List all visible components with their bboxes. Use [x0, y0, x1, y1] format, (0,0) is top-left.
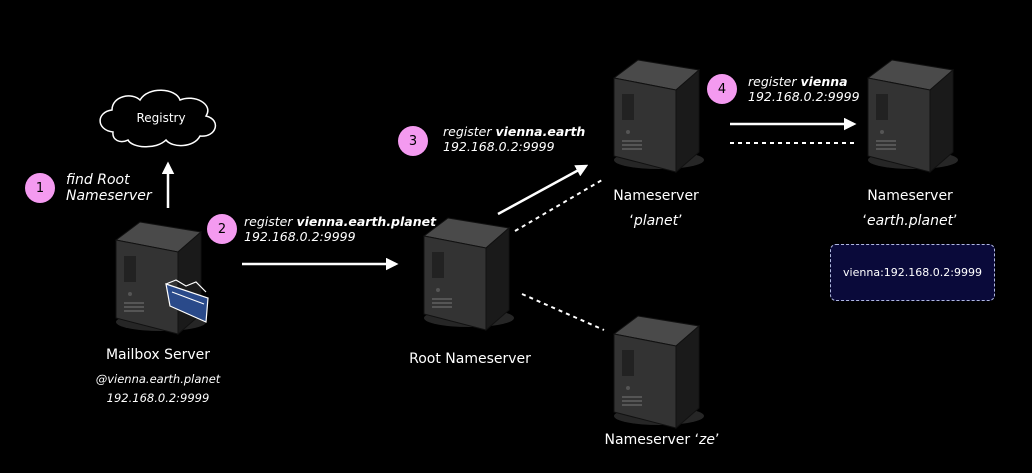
planet-quote-open: ‘: [629, 213, 634, 229]
earth-quote-open: ‘: [862, 213, 867, 229]
step-4-addr: 192.168.0.2:9999: [748, 89, 860, 104]
server-icon-planet: [613, 59, 705, 173]
arrow-step-3: [497, 164, 589, 216]
step-number-2: 2: [217, 222, 227, 237]
server-icon-earth: [867, 59, 959, 173]
earth-zone: earth.planet: [866, 213, 954, 229]
step-number-3: 3: [408, 134, 418, 149]
server-icon-root: [423, 217, 515, 331]
mailbox-title: Mailbox Server: [105, 347, 211, 363]
root-title: Root Nameserver: [409, 351, 531, 367]
mailbox-addr: 192.168.0.2:9999: [106, 391, 210, 405]
record-text: vienna:192.168.0.2:9999: [843, 266, 982, 279]
planet-zone-line: ‘planet’: [629, 213, 682, 230]
ze-prefix: Nameserver ‘: [604, 432, 700, 448]
ze-label: Nameserver ‘ze’: [605, 432, 720, 449]
mailbox-icon: [165, 279, 209, 323]
step-number-4: 4: [717, 82, 727, 97]
step-2-line-1: register vienna.earth.planet: [244, 214, 436, 229]
step-2-prefix: register: [244, 214, 297, 229]
step-4-line-1: register vienna: [748, 74, 860, 89]
step-badge-2: [207, 214, 237, 244]
step-3-prefix: register: [443, 124, 496, 139]
step-3-line-1: register vienna.earth: [443, 124, 585, 139]
step-4-text: register vienna 192.168.0.2:9999: [748, 74, 860, 104]
step-2-addr: 192.168.0.2:9999: [244, 229, 356, 244]
server-icon-mailbox: [115, 221, 207, 335]
registry-label: Registry: [136, 111, 186, 125]
ze-zone: ze: [699, 432, 716, 448]
step-1-text: find Root Nameserver: [66, 172, 152, 204]
step-3-name: vienna.earth: [495, 124, 586, 139]
planet-zone: planet: [633, 213, 679, 229]
step-3-addr: 192.168.0.2:9999: [443, 139, 555, 154]
record-box: vienna:192.168.0.2:9999: [830, 244, 995, 301]
step-1-line-1: find Root: [66, 172, 130, 188]
step-4-prefix: register: [748, 74, 801, 89]
step-badge-3: [398, 126, 428, 156]
link-root-ze: [521, 293, 605, 331]
step-number-1: 1: [35, 181, 45, 196]
step-2-name: vienna.earth.planet: [296, 214, 437, 229]
step-4-name: vienna: [800, 74, 848, 89]
earth-title: Nameserver: [867, 188, 953, 204]
server-icon-ze: [613, 315, 705, 429]
step-badge-1: [25, 173, 55, 203]
step-3-text: register vienna.earth 192.168.0.2:9999: [443, 124, 585, 154]
planet-quote-close: ’: [678, 213, 683, 229]
ze-quote-close: ’: [715, 432, 720, 448]
planet-title: Nameserver: [613, 188, 699, 204]
earth-quote-close: ’: [953, 213, 958, 229]
registry-cloud: [99, 89, 217, 148]
step-1-line-2: Nameserver: [66, 188, 152, 204]
step-badge-4: [707, 74, 737, 104]
mailbox-domain: @vienna.earth.planet: [95, 372, 221, 386]
earth-zone-line: ‘earth.planet’: [863, 213, 958, 230]
link-root-planet: [514, 179, 603, 232]
step-2-text: register vienna.earth.planet 192.168.0.2…: [244, 214, 436, 244]
cloud-shape: [99, 89, 217, 148]
